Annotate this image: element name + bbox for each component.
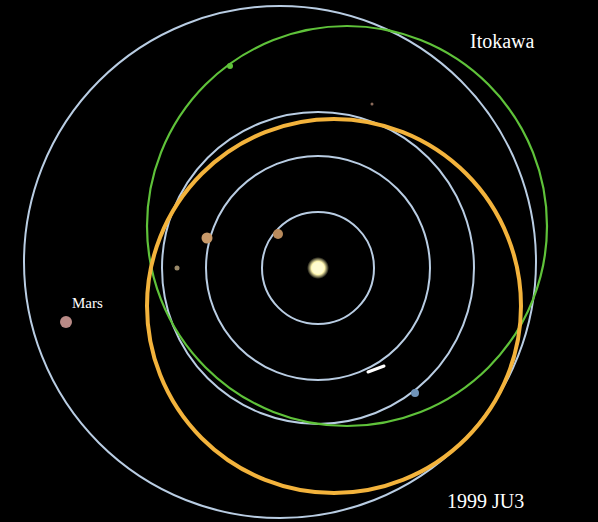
- itokawa-orbit: [147, 26, 547, 426]
- earth-orbit: [162, 112, 474, 424]
- spacecraft-streak: [368, 366, 384, 372]
- ju3-orbit: [147, 119, 521, 493]
- itokawa-dot: [227, 63, 233, 69]
- mars-dot: [60, 316, 72, 328]
- venus-dot: [202, 233, 213, 244]
- planet-orbits: [24, 6, 536, 518]
- mars-orbit: [24, 6, 536, 518]
- venus-orbit: [206, 156, 430, 380]
- sun-glow: [307, 257, 329, 279]
- planet-label: Mars: [72, 295, 103, 312]
- small-dot: [371, 103, 374, 106]
- mercury-dot: [273, 229, 283, 239]
- earth-dot: [411, 389, 419, 397]
- ju3-dot: [175, 266, 180, 271]
- mercury-orbit: [262, 212, 374, 324]
- asteroid-label: 1999 JU3: [447, 490, 524, 512]
- sun: [312, 262, 324, 274]
- asteroid-label: Itokawa: [470, 30, 534, 52]
